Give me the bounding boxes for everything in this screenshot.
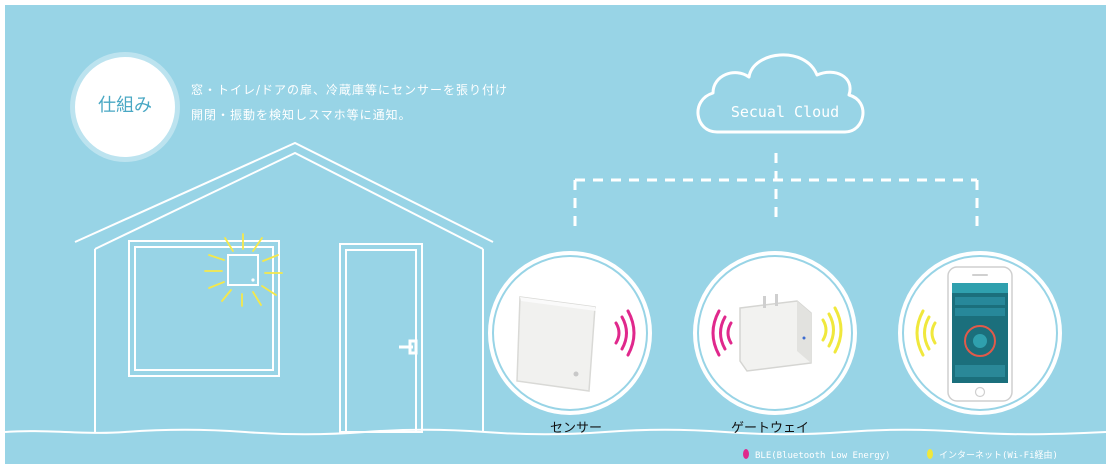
cloud-icon [696,53,865,134]
door-handle [399,339,418,355]
cloud-label: Secual Cloud [730,103,840,121]
description-line-1: 窓・トイレ/ドアの扉、冷蔵庫等にセンサーを張り付け [191,83,509,97]
legend-internet-label: インターネット(Wi-Fi経由) [939,451,1058,461]
gateway-caption: ゲートウェイ [731,421,810,436]
internet-legend-marker-icon [927,449,933,459]
house-outline [74,141,494,433]
ble-legend-marker-icon [743,449,749,459]
smartphone-icon [947,266,1013,402]
legend-internet: インターネット(Wi-Fi経由) [927,449,1058,463]
diagram-svg [5,53,1106,436]
mechanism-badge [75,57,175,157]
legend-ble: BLE(Bluetooth Low Energy) [743,449,890,463]
ground-line [5,428,1106,436]
network-connector [573,153,979,233]
sensor-device-icon [516,296,596,392]
gateway-ble-signal-icon [711,309,733,357]
gateway-wifi-signal-icon [821,306,843,354]
smartphone-wifi-signal-icon [915,309,937,357]
sensor-ble-signal-icon [614,309,636,357]
mechanism-badge-label: 仕組み [98,95,152,116]
window-sensor-icon [204,233,283,307]
legend-ble-label: BLE(Bluetooth Low Energy) [755,451,891,461]
sensor-caption: センサー [550,421,603,436]
scene: 仕組み 窓・トイレ/ドアの扉、冷蔵庫等にセンサーを張り付け 開閉・振動を検知しス… [5,5,1106,464]
gateway-device-icon [739,294,812,372]
description-line-2: 開閉・振動を検知しスマホ等に通知。 [191,108,412,122]
